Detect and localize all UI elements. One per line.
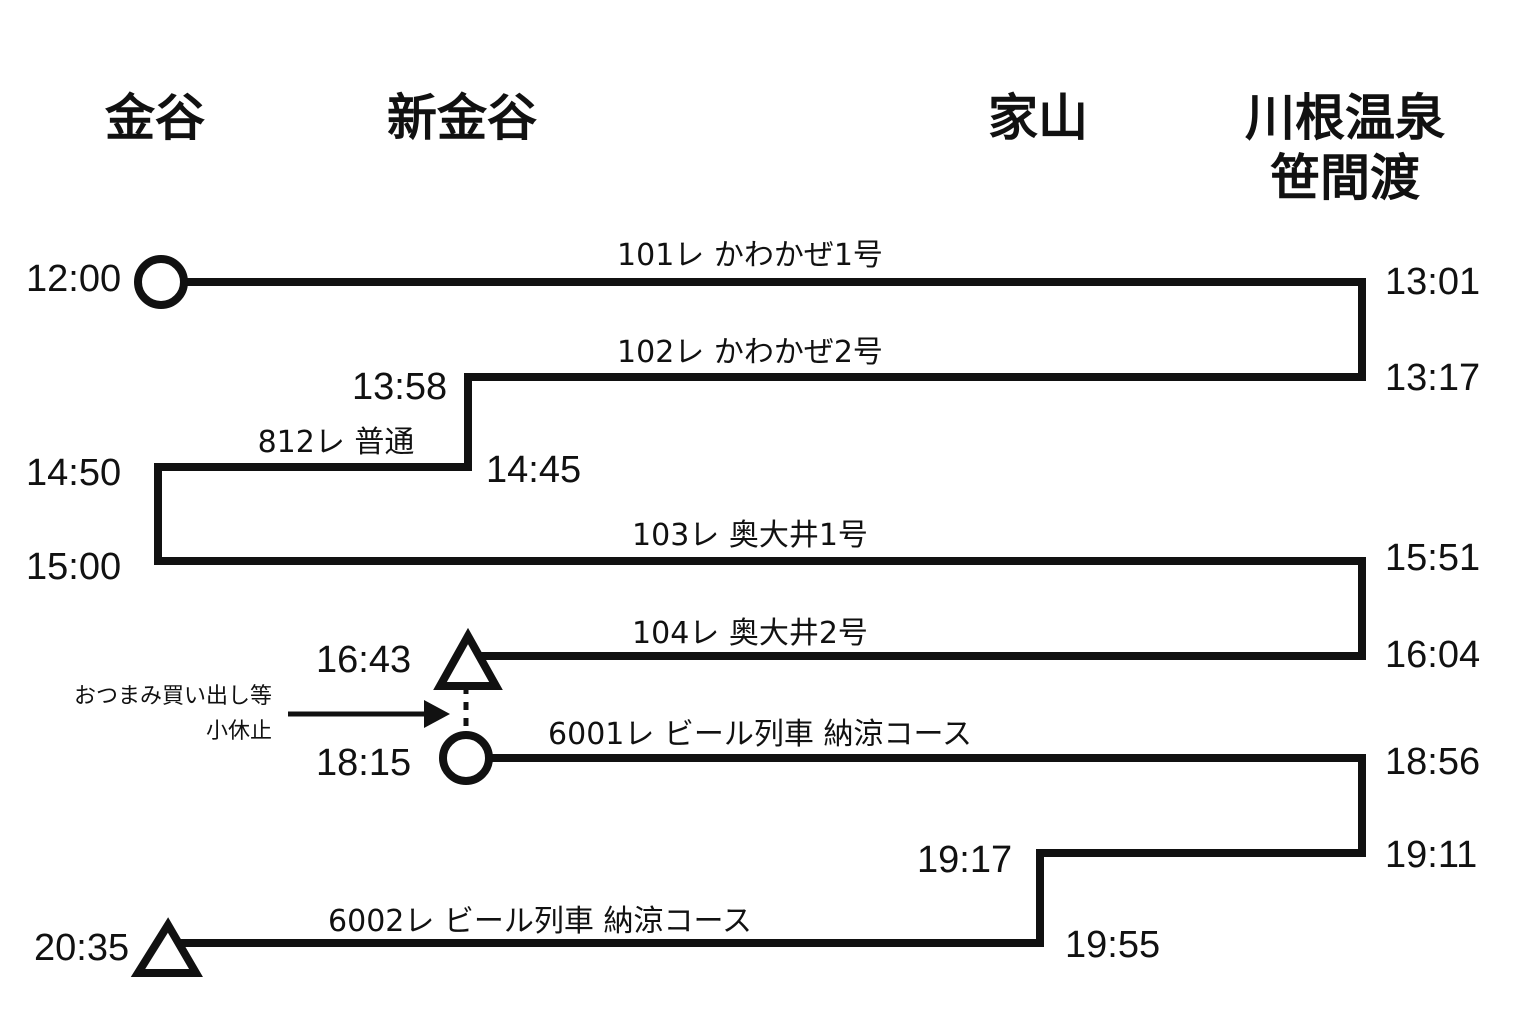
- time-label: 20:35: [34, 927, 129, 969]
- rest-arrow-head: [424, 700, 450, 728]
- time-label: 16:43: [316, 639, 411, 681]
- time-label: 15:00: [26, 546, 121, 588]
- time-label: 19:55: [1065, 924, 1160, 966]
- time-label: 15:51: [1385, 537, 1480, 579]
- train-label-102: 102レ かわかぜ2号: [617, 335, 883, 370]
- rest-note-line2: 小休止: [206, 719, 272, 744]
- station-iyama: 家山: [988, 89, 1088, 147]
- time-label: 19:17: [917, 839, 1012, 881]
- time-label: 16:04: [1385, 634, 1480, 676]
- station-sasamado: 笹間渡: [1270, 149, 1420, 207]
- time-label: 14:50: [26, 452, 121, 494]
- time-label: 18:56: [1385, 741, 1480, 783]
- triangle-marker: [130, 917, 203, 977]
- train-label-101: 101レ かわかぜ1号: [617, 238, 883, 273]
- time-label: 13:17: [1385, 357, 1480, 399]
- time-label: 13:58: [352, 366, 447, 408]
- circle-marker: [134, 255, 188, 309]
- time-label: 14:45: [486, 449, 581, 491]
- circle-marker: [439, 731, 493, 785]
- train-label-6002: 6002レ ビール列車 納涼コース: [328, 904, 752, 939]
- triangle-marker: [433, 627, 503, 690]
- station-shinkanaya: 新金谷: [387, 89, 537, 147]
- route-line-second-half: [168, 754, 1366, 947]
- route-line-first-half: [154, 278, 1366, 660]
- train-label-103: 103レ 奥大井1号: [632, 518, 868, 553]
- station-kawane-onsen: 川根温泉: [1245, 89, 1445, 147]
- time-label: 13:01: [1385, 261, 1480, 303]
- station-kanaya: 金谷: [105, 89, 205, 147]
- time-label: 19:11: [1385, 834, 1477, 876]
- train-label-812: 812レ 普通: [258, 425, 415, 460]
- train-label-6001: 6001レ ビール列車 納涼コース: [548, 717, 972, 752]
- train-label-104: 104レ 奥大井2号: [632, 616, 868, 651]
- rest-note-line1: おつまみ買い出し等: [74, 684, 272, 709]
- time-label: 12:00: [26, 258, 121, 300]
- time-label: 18:15: [316, 742, 411, 784]
